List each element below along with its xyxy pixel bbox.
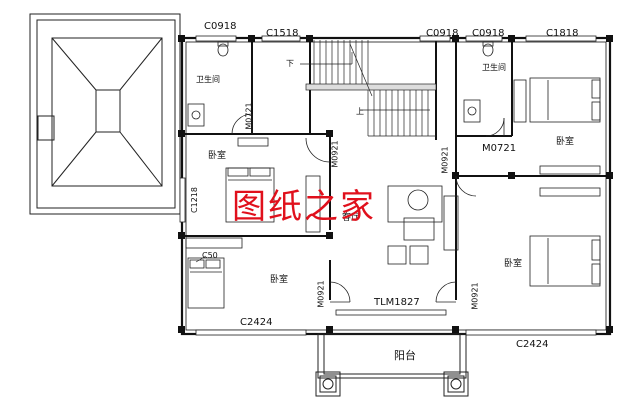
window-label-c2424-right: C2424 xyxy=(516,339,549,350)
windows xyxy=(179,35,597,336)
room-label-bathroom-right: 卫生间 xyxy=(482,63,506,72)
window-label-c1218: C1218 xyxy=(189,187,199,213)
structural-columns xyxy=(178,35,613,333)
living-room-furniture xyxy=(387,185,459,265)
door-label-m0921-lower-left: M0921 xyxy=(316,280,326,308)
window-label-c0918-top-right: C0918 xyxy=(472,28,505,39)
roof-outline xyxy=(29,13,181,215)
room-label-bathroom-left: 卫生间 xyxy=(196,75,220,84)
bathroom-fixtures xyxy=(187,41,494,127)
room-label-living-room: 客厅 xyxy=(342,213,361,223)
stairs xyxy=(300,40,437,137)
room-label-bedroom-lower-right: 卧室 xyxy=(504,259,523,269)
stair-label-down: 下 xyxy=(286,59,294,68)
room-label-balcony: 阳台 xyxy=(394,349,416,362)
window-label-c0918-top-mid: C0918 xyxy=(426,28,459,39)
window-label-c2424-left: C2424 xyxy=(240,317,273,328)
beds xyxy=(187,77,601,309)
room-label-bedroom-lower-left: 卧室 xyxy=(270,275,289,285)
watermark: 图纸之家 xyxy=(232,187,376,227)
window-label-c50: C50 xyxy=(202,251,218,260)
door-label-m0721-right: M0721 xyxy=(482,143,517,154)
window-label-c1518: C1518 xyxy=(266,28,299,39)
door-label-m0921-upper-left: M0921 xyxy=(330,140,340,168)
door-swings xyxy=(231,113,505,303)
door-label-m0921-upper-right: M0921 xyxy=(440,146,450,174)
balcony xyxy=(315,333,469,397)
interior-walls xyxy=(182,40,610,300)
room-label-bedroom-upper-right: 卧室 xyxy=(556,137,575,147)
window-label-c1818: C1818 xyxy=(546,28,579,39)
door-label-tlm1827: TLM1827 xyxy=(374,297,420,308)
wardrobes xyxy=(185,165,601,249)
door-label-m0721-left: M0721 xyxy=(244,102,254,130)
stair-label-up: 上 xyxy=(356,107,364,116)
door-label-m0921-lower-right: M0921 xyxy=(470,282,480,310)
window-label-c0918-top-left: C0918 xyxy=(204,21,237,32)
room-label-bedroom-mid-left: 卧室 xyxy=(208,151,227,161)
